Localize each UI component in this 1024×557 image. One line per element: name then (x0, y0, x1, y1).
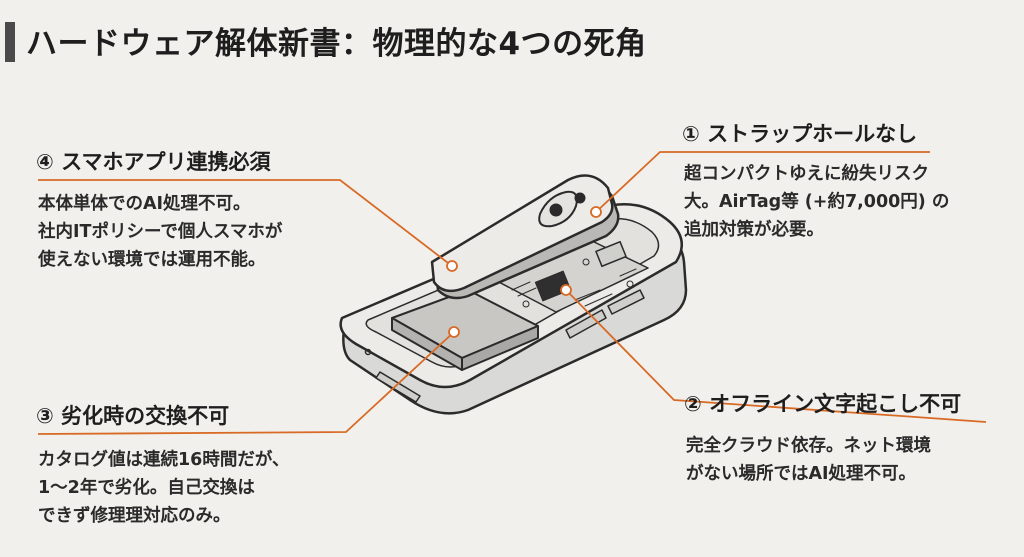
leader-line-4 (38, 179, 453, 267)
leader-dot-2 (560, 284, 572, 296)
callout-3-line: できず修理理対応のみ。 (38, 506, 231, 526)
callout-4-line: 社内ITポリシーで個人スマホが (38, 222, 283, 242)
title-accent-bar (5, 22, 15, 62)
callout-4-line: 本体単体でのAI処理不可。 (38, 194, 251, 214)
callout-4-heading: ④ スマホアプリ連携必須 (36, 150, 271, 174)
callout-4-line: 使えない環境では運用不能。 (38, 250, 266, 270)
callout-3-line: カタログ値は連続16時間だが、 (38, 450, 290, 470)
callout-1-line: 超コンパクトゆえに紛失リスク (684, 164, 929, 184)
leader-dot-1 (590, 206, 602, 218)
callout-3-heading: ③ 劣化時の交換不可 (36, 404, 230, 428)
callout-2-heading: ② オフライン文字起こし不可 (684, 392, 962, 416)
leader-line-2 (565, 289, 987, 423)
callout-2-text: 完全クラウド依存。ネット環境 がない場所ではAI処理不可。 (686, 432, 931, 488)
leader-line-1 (595, 151, 930, 213)
leader-line-3 (37, 331, 455, 435)
callout-1-line: 大。AirTag等 (+約7,000円) の (684, 192, 950, 212)
page-title: ハードウェア解体新書：物理的な4つの死角 (26, 26, 647, 62)
callout-3-line: 1〜2年で劣化。自己交換は (38, 478, 255, 498)
leader-dot-3 (448, 326, 460, 338)
callout-4-text: 本体単体でのAI処理不可。 社内ITポリシーで個人スマホが 使えない環境では運用… (38, 190, 282, 274)
leader-dot-4 (446, 260, 458, 272)
callout-1-line: 追加対策が必要。 (684, 220, 824, 240)
callout-2-line: がない場所ではAI処理不可。 (686, 464, 917, 484)
callout-1-text: 超コンパクトゆえに紛失リスク 大。AirTag等 (+約7,000円) の 追加… (684, 160, 949, 244)
callout-2-line: 完全クラウド依存。ネット環境 (686, 436, 931, 456)
callout-1-heading: ① ストラップホールなし (682, 122, 918, 146)
callout-3-text: カタログ値は連続16時間だが、 1〜2年で劣化。自己交換は できず修理理対応のみ… (38, 446, 290, 530)
